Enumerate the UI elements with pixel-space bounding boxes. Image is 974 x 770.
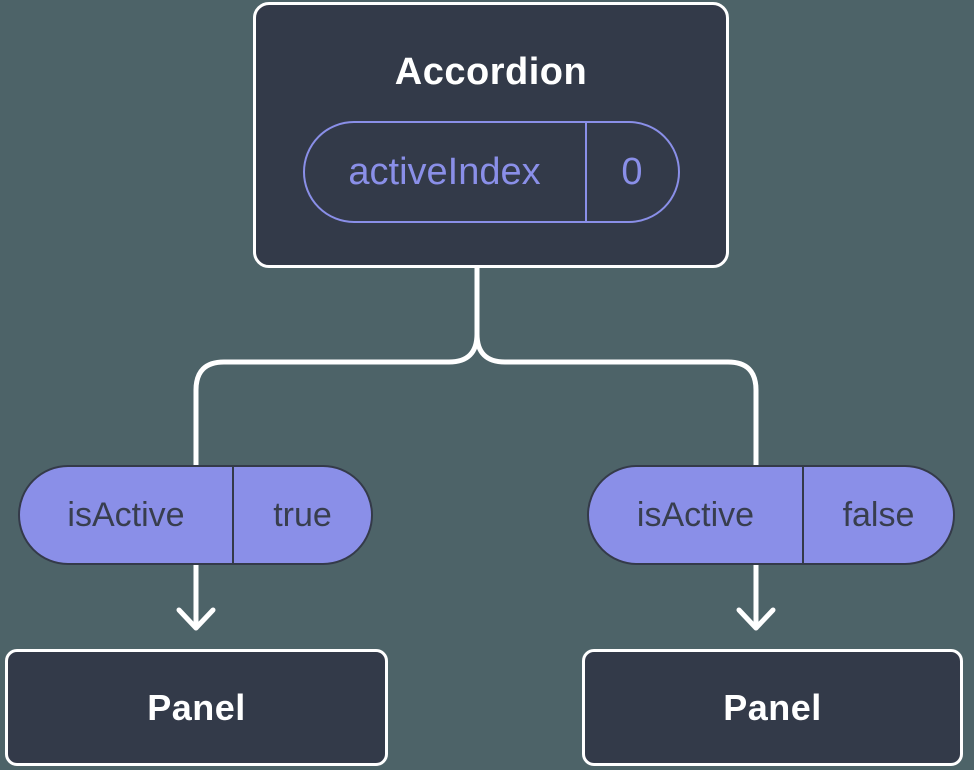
active-index-prop-pill: activeIndex 0	[302, 121, 680, 223]
state-name-label: isActive	[20, 467, 234, 563]
accordion-node-title: Accordion	[394, 51, 588, 93]
branch-line-left	[193, 263, 480, 473]
panel-node-title: Panel	[147, 686, 246, 728]
accordion-node: Accordion activeIndex 0	[253, 2, 729, 268]
state-value-label: true	[273, 495, 332, 534]
is-active-true-pill: isActive true	[18, 465, 373, 565]
panel-node-left: Panel	[5, 649, 388, 766]
arrow-head-right-icon	[736, 607, 776, 631]
state-value-label: false	[842, 495, 915, 534]
branch-line-right	[474, 263, 759, 473]
is-active-false-pill: isActive false	[587, 465, 955, 565]
arrow-head-left-icon	[176, 607, 216, 631]
panel-node-right: Panel	[582, 649, 963, 766]
state-name-label: isActive	[589, 467, 804, 563]
prop-name-label: activeIndex	[305, 123, 587, 221]
prop-value-label: 0	[621, 150, 643, 193]
panel-node-title: Panel	[723, 686, 822, 728]
